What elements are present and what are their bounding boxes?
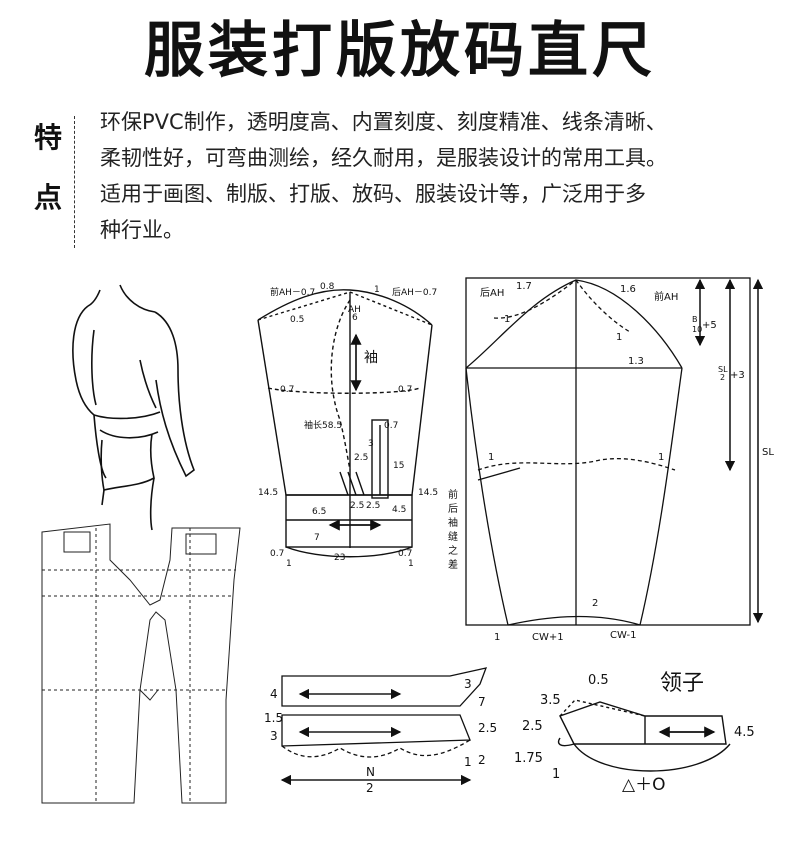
- label: 7: [478, 695, 486, 709]
- label: AH: [348, 305, 361, 315]
- label: SL: [762, 447, 774, 458]
- label: 6: [352, 313, 358, 323]
- label: 后AH－0.7: [392, 287, 437, 298]
- label: 前AH: [654, 290, 678, 303]
- features-label-bottom: 点: [34, 181, 63, 214]
- sleeve-pattern: [257, 289, 433, 558]
- features-label: 特 点: [30, 116, 75, 248]
- label: 2.5: [366, 501, 380, 511]
- label: 0.7: [398, 549, 412, 559]
- label: 2: [478, 753, 486, 767]
- label: 15: [393, 461, 404, 471]
- label: 前: [448, 488, 458, 501]
- label: 2.5: [350, 501, 364, 511]
- label: 1.3: [628, 356, 644, 367]
- label: 1: [464, 755, 472, 769]
- label: 4.5: [392, 505, 406, 515]
- label: 之: [448, 544, 458, 557]
- label: 0.7: [384, 421, 398, 431]
- label: 2.5: [522, 719, 543, 734]
- collar-pattern: [557, 699, 731, 772]
- label: 1: [286, 559, 292, 569]
- collar-labels: 领子 0.5 3.5 2.5 1.75 1 4.5 △＋O: [514, 671, 755, 795]
- label: 缝: [448, 530, 458, 543]
- label: 2: [592, 598, 598, 609]
- label: 2.5: [478, 721, 497, 735]
- label: 0.8: [320, 282, 335, 292]
- features-line: 柔韧性好，可弯曲测绘，经久耐用，是服装设计的常用工具。: [100, 146, 667, 170]
- cuff-pattern: [280, 667, 488, 786]
- label: 1: [504, 314, 510, 325]
- label: 1: [494, 632, 500, 643]
- label: 后AH: [480, 287, 504, 299]
- page-title: 服装打版放码直尺: [144, 16, 656, 86]
- label: 1.75: [514, 751, 543, 766]
- label: SL: [718, 365, 728, 374]
- label: 3: [368, 439, 374, 449]
- label: 10: [692, 325, 702, 334]
- label: 0.7: [270, 549, 284, 559]
- label: 前AH－0.7: [270, 286, 315, 298]
- label: CW+1: [532, 632, 564, 643]
- label: +5: [702, 320, 717, 331]
- label: 3: [464, 677, 472, 691]
- label: 1: [552, 767, 560, 782]
- label: 4: [270, 687, 278, 701]
- label: 0.7: [280, 385, 294, 395]
- label: 3: [270, 729, 278, 743]
- features-line: 适用于画图、制版、打版、放码、服装设计等，广泛用于多: [100, 182, 646, 206]
- label: 1.7: [516, 281, 532, 292]
- cuff-labels: 4 1.5 3 3 7 2.5 1 2 N 2: [264, 677, 497, 795]
- label: 1: [408, 559, 414, 569]
- label: 1: [616, 332, 622, 343]
- features-line: 环保PVC制作，透明度高、内置刻度、刻度精准、线条清晰、: [100, 110, 667, 134]
- label: 4.5: [734, 725, 755, 740]
- label: 1: [374, 285, 380, 295]
- label: CW-1: [610, 630, 636, 641]
- label: 23: [334, 553, 345, 563]
- label: 2: [366, 781, 374, 795]
- sleeve-draft-labels: 后AH 前AH 1.7 1.6 1 1 1.3 B 10 +5 SL 2 +3 …: [448, 281, 774, 643]
- label: 2: [720, 373, 725, 382]
- label: 1: [488, 452, 494, 463]
- blouse-illustration: [72, 284, 195, 531]
- label: 袖: [364, 350, 378, 366]
- label: 0.5: [290, 315, 304, 325]
- label: 14.5: [418, 488, 438, 498]
- label: 后: [448, 503, 458, 515]
- features-text: 环保PVC制作，透明度高、内置刻度、刻度精准、线条清晰、 柔韧性好，可弯曲测绘，…: [100, 104, 785, 248]
- sleeve-labels: 前AH－0.7 后AH－0.7 0.8 1 0.5 AH 6 袖 0.7 0.7…: [258, 282, 438, 569]
- label: 1: [658, 452, 664, 463]
- label: 6.5: [312, 507, 326, 517]
- features-label-top: 特: [34, 121, 63, 154]
- label: 袖长58.5: [304, 419, 342, 431]
- label: 3.5: [540, 693, 561, 708]
- label: 袖: [448, 516, 458, 529]
- label: 7: [314, 533, 320, 543]
- label: 14.5: [258, 488, 278, 498]
- label: 差: [448, 558, 458, 571]
- trouser-pattern: [41, 523, 241, 804]
- label: 0.7: [398, 385, 412, 395]
- label: 1.6: [620, 284, 636, 295]
- label: 2.5: [354, 453, 368, 463]
- label: 领子: [660, 671, 704, 696]
- features-line: 种行业。: [100, 218, 184, 242]
- label: +3: [730, 370, 745, 381]
- label: B: [692, 315, 698, 324]
- label: N: [366, 765, 375, 779]
- label: △＋O: [622, 775, 665, 795]
- sleeve-draft: [465, 277, 764, 626]
- label: 1.5: [264, 711, 283, 725]
- label: 0.5: [588, 673, 609, 688]
